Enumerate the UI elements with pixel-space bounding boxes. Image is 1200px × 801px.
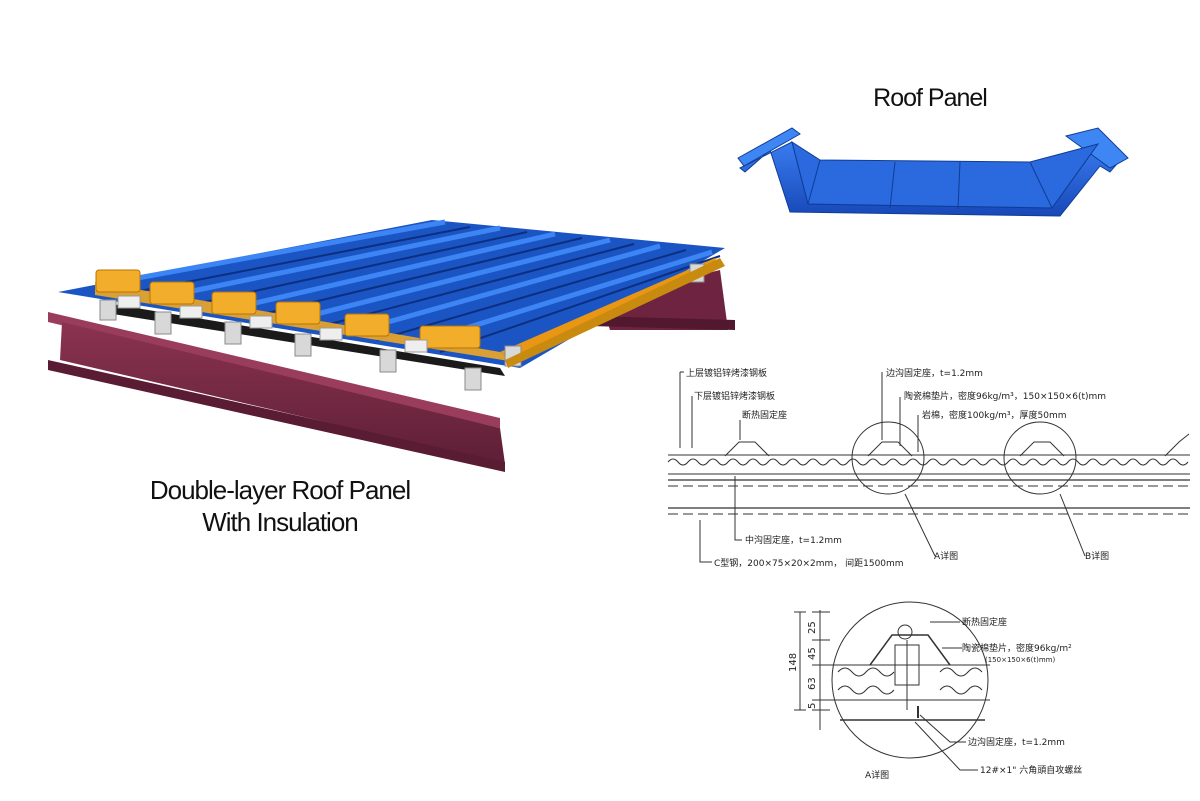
label-lower-sheet: 下层镀铝锌烤漆钢板 xyxy=(694,390,775,402)
label-c-purlin: C型钢，200×75×20×2mm， 间距1500mm xyxy=(714,557,904,569)
detail-label-ceramic-pad: 陶瓷棉垫片，密度96kg/m² xyxy=(962,642,1072,654)
label-upper-sheet: 上层镀铝锌烤漆钢板 xyxy=(686,367,767,379)
dim-total: 148 xyxy=(788,653,799,672)
beam-flange-bottom xyxy=(48,360,505,472)
dim-45: 45 xyxy=(807,647,818,660)
beam-web xyxy=(60,322,505,464)
dim-25: 25 xyxy=(807,621,818,634)
caption-line-2: With Insulation xyxy=(202,507,359,537)
beam-flange-top xyxy=(48,312,500,428)
insulation-blocks xyxy=(95,269,481,349)
dim-63: 63 xyxy=(807,677,818,690)
main-caption: Double-layer Roof Panel With Insulation xyxy=(90,474,470,538)
detail-label-thermal-break: 断热固定座 xyxy=(962,616,1007,628)
detail-a-drawing xyxy=(794,601,990,771)
detail-title: A详图 xyxy=(865,769,889,781)
caption-line-1: Double-layer Roof Panel xyxy=(149,475,411,505)
roof-panel-title: Roof Panel xyxy=(873,84,988,112)
double-layer-roof-3d xyxy=(48,219,735,472)
section-drawing xyxy=(667,371,1190,563)
beam-back xyxy=(600,270,728,330)
roof-panel-profile xyxy=(737,127,1129,217)
label-detail-b: B详图 xyxy=(1085,550,1109,562)
label-middle-bracket: 中沟固定座，t=1.2mm xyxy=(745,534,842,546)
dim-5: 5 xyxy=(807,703,818,709)
label-ceramic-pad: 陶瓷棉垫片，密度96kg/m³，150×150×6(t)mm xyxy=(904,390,1106,402)
detail-label-screw: 12#×1" 六角頭自攻螺丝 xyxy=(980,764,1082,776)
detail-label-edge-bracket: 边沟固定座，t=1.2mm xyxy=(968,736,1065,748)
label-thermal-break: 断热固定座 xyxy=(742,409,787,421)
label-edge-bracket: 边沟固定座，t=1.2mm xyxy=(886,367,983,379)
label-rock-wool: 岩棉，密度100kg/m³，厚度50mm xyxy=(922,409,1067,421)
detail-label-ceramic-pad-size: (150×150×6(t)mm) xyxy=(985,656,1055,664)
label-detail-a: A详图 xyxy=(934,550,958,562)
